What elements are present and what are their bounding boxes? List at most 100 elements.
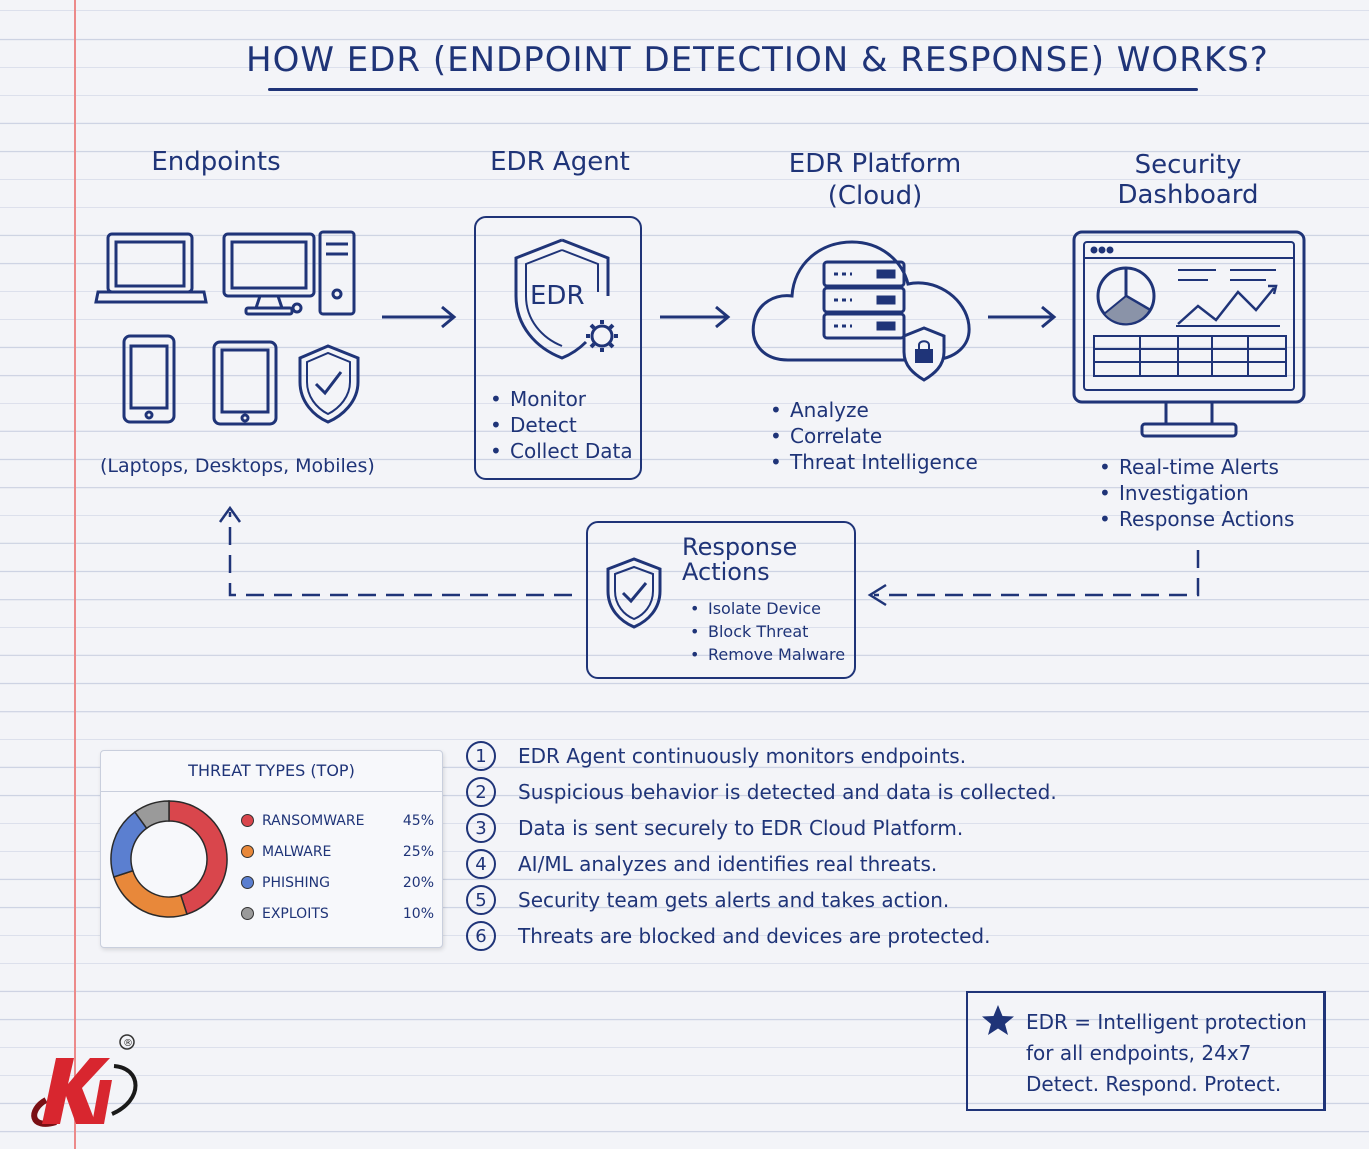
list-item: Collect Data (488, 438, 633, 464)
shield-check-icon (298, 344, 360, 424)
arrow-left-icon (867, 583, 887, 607)
step-number: 2 (466, 777, 496, 807)
text-lines-icon (1178, 269, 1276, 281)
arrow-right-icon (382, 305, 457, 329)
lock-shield-icon (902, 326, 946, 382)
desktop-tower-icon (318, 230, 356, 316)
response-actions-heading: Response Actions (682, 535, 797, 585)
legend-item: EXPLOITS 10% (241, 898, 434, 929)
arrow-right-icon (988, 305, 1057, 329)
edr-agent-bullets: Monitor Detect Collect Data (488, 386, 633, 464)
summary-line: Detect. Respond. Protect. (1026, 1072, 1282, 1096)
step-number: 6 (466, 921, 496, 951)
legend-value: 10% (402, 905, 434, 922)
edr-agent-card: EDR Monitor Detect Collect Data (474, 216, 642, 480)
legend-value: 20% (402, 874, 434, 891)
edr-platform-heading-line2: (Cloud) (827, 181, 923, 211)
exploits-swatch (241, 907, 254, 920)
ransomware-swatch (241, 814, 254, 827)
list-item: Isolate Device (686, 597, 845, 620)
malware-swatch (241, 845, 254, 858)
endpoint-devices-group (94, 230, 360, 426)
legend-item: RANSOMWARE 45% (241, 805, 434, 836)
feedback-loop-arrows (218, 505, 1200, 607)
edr-platform-bullets: Analyze Correlate Threat Intelligence (768, 397, 978, 475)
step-item: 3 Data is sent securely to EDR Cloud Pla… (466, 810, 1057, 846)
edr-shield-text: EDR (530, 281, 585, 311)
step-item: 6 Threats are blocked and devices are pr… (466, 918, 1057, 954)
shield-check-icon (606, 557, 662, 629)
threat-legend: RANSOMWARE 45% MALWARE 25% PHISHING 20% … (241, 805, 434, 929)
threat-types-title: THREAT TYPES (TOP) (188, 761, 355, 780)
endpoints-heading: Endpoints (151, 147, 281, 177)
legend-value: 45% (402, 812, 434, 829)
summary-box: EDR = Intelligent protection for all end… (966, 991, 1326, 1111)
title-underline (268, 88, 1198, 91)
summary-line: for all endpoints, 24x7 (1026, 1041, 1252, 1065)
list-item: Remove Malware (686, 643, 845, 666)
arrow-up-icon (218, 505, 242, 523)
list-item: Block Threat (686, 620, 845, 643)
step-number: 5 (466, 885, 496, 915)
data-table-icon (1093, 335, 1287, 377)
donut-slice-exploits (133, 800, 170, 830)
security-dashboard-heading: Security Dashboard (1090, 150, 1286, 210)
steps-list: 1 EDR Agent continuously monitors endpoi… (466, 738, 1057, 954)
step-text: Threats are blocked and devices are prot… (518, 924, 991, 948)
list-item: Threat Intelligence (768, 449, 978, 475)
step-item: 1 EDR Agent continuously monitors endpoi… (466, 738, 1057, 774)
company-logo: ® (31, 1034, 138, 1127)
edr-shield-gear-icon: EDR (514, 238, 618, 360)
threat-types-card: THREAT TYPES (TOP) RANSOMWARE 45% MALWAR… (100, 750, 443, 948)
step-number: 4 (466, 849, 496, 879)
list-item: Response Actions (1097, 506, 1294, 532)
dashed-arrow-to-endpoints (228, 512, 572, 597)
page-title: HOW EDR (ENDPOINT DETECTION & RESPONSE) … (246, 40, 1269, 80)
cloud-server-icon (751, 240, 971, 382)
list-item: Monitor (488, 386, 633, 412)
pie-chart-icon (1096, 266, 1156, 326)
server-rack-icon (822, 260, 906, 340)
endpoints-caption: (Laptops, Desktops, Mobiles) (100, 455, 375, 477)
response-actions-heading-line1: Response (682, 533, 798, 561)
list-item: Investigation (1097, 480, 1294, 506)
step-text: Security team gets alerts and takes acti… (518, 888, 950, 912)
response-actions-bullets: Isolate Device Block Threat Remove Malwa… (686, 597, 845, 666)
notebook-margin-line (74, 0, 76, 1149)
dashed-arrow-to-response (874, 550, 1200, 597)
legend-label: RANSOMWARE (262, 812, 365, 829)
step-number: 1 (466, 741, 496, 771)
star-icon (982, 1005, 1014, 1035)
dashboard-monitor-icon (1072, 230, 1306, 438)
list-item: Correlate (768, 423, 978, 449)
legend-item: MALWARE 25% (241, 836, 434, 867)
security-dashboard-heading-line1: Security (1134, 150, 1242, 180)
list-item: Detect (488, 412, 633, 438)
edr-agent-heading: EDR Agent (490, 147, 630, 177)
security-dashboard-heading-line2: Dashboard (1117, 180, 1259, 210)
edr-platform-heading: EDR Platform (Cloud) (760, 148, 990, 212)
registered-mark: ® (123, 1038, 133, 1049)
legend-label: MALWARE (262, 843, 332, 860)
desktop-monitor-icon (222, 232, 316, 316)
response-actions-heading-line2: Actions (682, 558, 770, 586)
response-actions-card: Response Actions Isolate Device Block Th… (586, 521, 856, 679)
edr-platform-heading-line1: EDR Platform (788, 149, 962, 179)
step-text: Suspicious behavior is detected and data… (518, 780, 1057, 804)
line-chart-icon (1176, 284, 1280, 327)
step-item: 2 Suspicious behavior is detected and da… (466, 774, 1057, 810)
summary-text: EDR = Intelligent protection for all end… (1026, 1007, 1307, 1100)
threat-donut-chart (110, 800, 228, 918)
summary-line: EDR = Intelligent protection (1026, 1010, 1307, 1034)
donut-slice-malware (112, 869, 188, 918)
legend-label: PHISHING (262, 874, 330, 891)
donut-slice-ransomware (168, 800, 228, 916)
legend-label: EXPLOITS (262, 905, 329, 922)
smartphone-icon (122, 334, 176, 424)
step-item: 4 AI/ML analyzes and identifies real thr… (466, 846, 1057, 882)
legend-value: 25% (402, 843, 434, 860)
step-text: AI/ML analyzes and identifies real threa… (518, 852, 938, 876)
arrow-right-icon (660, 305, 731, 329)
step-item: 5 Security team gets alerts and takes ac… (466, 882, 1057, 918)
list-item: Analyze (768, 397, 978, 423)
